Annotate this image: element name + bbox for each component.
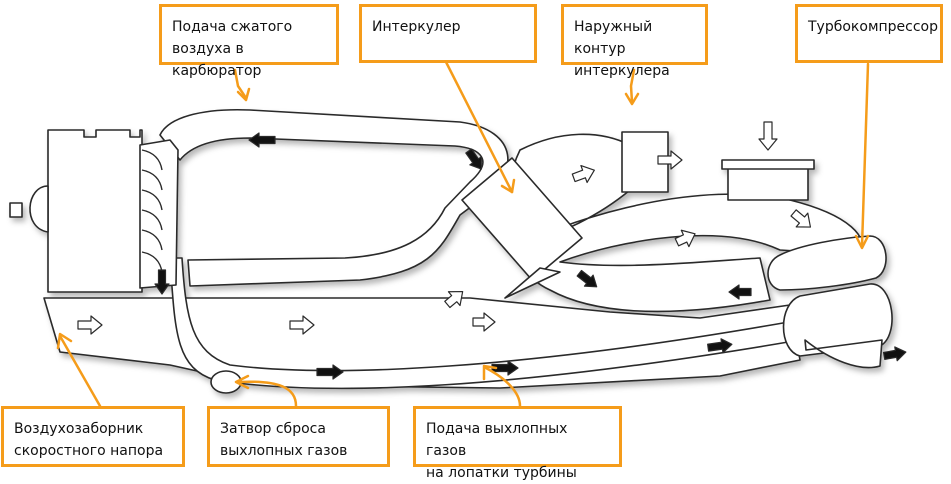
arrowhead-carburetor (236, 87, 251, 102)
air-flow-arrow (444, 290, 464, 309)
turbine-exhaust (804, 339, 883, 369)
leader-turbo (860, 62, 870, 248)
arrowhead-ram-intake (56, 332, 73, 350)
callout-leaders (56, 60, 870, 408)
flow-arrows (77, 121, 907, 380)
air-flow-arrow (77, 315, 103, 335)
turbo-compressor (767, 235, 887, 291)
label-outer-loop: Наружный контур интеркулера (561, 4, 708, 79)
exhaust-flow-arrow (154, 269, 170, 295)
air-flow-arrow (472, 312, 496, 332)
leader-ram-intake (58, 334, 102, 408)
exhaust-flow-arrow (316, 364, 344, 380)
propeller-hub (29, 185, 49, 233)
turbo-system-diagram (9, 60, 907, 408)
leader-exhaust-feed (484, 366, 522, 408)
turbo-inlet (727, 167, 809, 201)
label-intercooler: Интеркулер (359, 4, 537, 63)
intercooler-outlet (621, 131, 669, 193)
label-exhaust-feed: Подача выхлопных газов на лопатки турбин… (413, 406, 622, 481)
exhaust-flow-arrow (248, 132, 276, 148)
leader-intercooler (444, 60, 514, 194)
carburetor-air-pipe (159, 108, 509, 287)
arrowhead-turbo (854, 234, 870, 250)
exhaust-flow-arrow (491, 360, 519, 376)
air-flow-arrow (289, 315, 315, 335)
air-flow-arrow (657, 150, 683, 170)
exhaust-flow-arrow (728, 284, 752, 300)
label-ram-intake: Воздухозаборник скоростного напора (1, 406, 185, 467)
exhaust-flow-arrow (465, 148, 482, 170)
arrowhead-wastegate (234, 374, 250, 390)
exhaust-flow-arrow (882, 346, 907, 362)
propeller-shaft (9, 202, 23, 218)
air-flow-arrow (758, 121, 778, 151)
engine-assembly (9, 108, 893, 394)
arrowhead-intercooler (500, 178, 516, 194)
leader-outer-loop (629, 68, 636, 104)
manifold-pipes (141, 149, 163, 273)
intercooler-core (461, 157, 583, 281)
air-flow-arrow (571, 164, 595, 184)
turbo-inlet-lip (721, 159, 815, 170)
engine-block (47, 129, 143, 293)
exhaust-manifold (139, 139, 179, 289)
air-flow-arrow (674, 229, 696, 248)
leader-carburetor (233, 68, 248, 100)
intercooler-tail (504, 267, 561, 299)
label-carburetor-air: Подача сжатого воздуха в карбюратор (159, 4, 339, 79)
label-wastegate: Затвор сброса выхлопных газов (207, 406, 390, 467)
arrowhead-exhaust-feed (482, 364, 498, 381)
label-turbocharger: Турбокомпрессор (795, 4, 943, 63)
leader-wastegate (236, 380, 298, 408)
exhaust-flow-arrow (707, 338, 733, 354)
arrowhead-outer-loop (624, 92, 640, 106)
exhaust-flow-arrow (576, 269, 598, 288)
air-flow-arrow (790, 209, 812, 228)
